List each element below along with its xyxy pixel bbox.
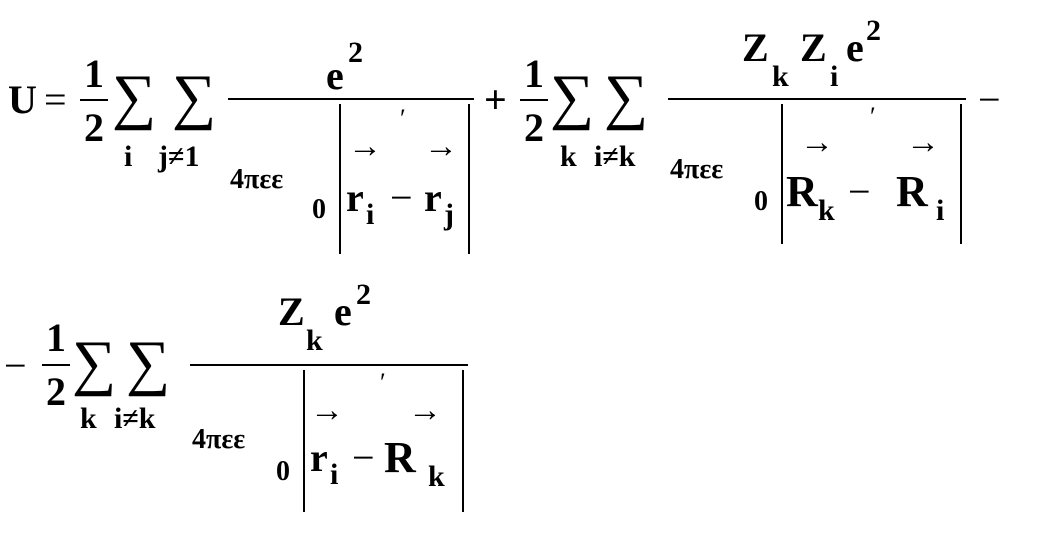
term3-num-z1-sub: k	[306, 324, 323, 357]
equals-sign: =	[44, 77, 67, 122]
term1-num-exp: 2	[348, 36, 363, 69]
sum-sign-i3: ∑	[126, 329, 171, 397]
term2-r2-sub: i	[936, 194, 945, 227]
term1-den-sub: 0	[312, 194, 326, 225]
term1-prime: ′	[400, 104, 406, 133]
half2-fraction-bar	[520, 99, 548, 101]
term3-minus: −	[352, 435, 375, 480]
term2-r1-sub: k	[818, 194, 835, 227]
term3-abs-left	[303, 370, 305, 512]
term3-num-exp: 2	[356, 278, 371, 311]
half-fraction-bar	[80, 99, 108, 101]
term3-den-prefix: 4πεε	[192, 424, 246, 455]
sum-sign-k3: ∑	[72, 329, 117, 397]
term1-r2: r	[424, 175, 442, 220]
term2-den-prefix: 4πεε	[670, 154, 724, 185]
sum-sign-i2: ∑	[604, 63, 649, 131]
term2-r1: R	[786, 167, 818, 216]
term1-r1-sub: i	[366, 198, 375, 231]
half-denominator: 2	[84, 105, 104, 150]
term2-prime: ′	[870, 102, 876, 131]
sum-index-k3: k	[80, 402, 97, 435]
half2-denominator: 2	[524, 105, 544, 150]
term1-fraction-bar	[228, 98, 474, 100]
term3-fraction-bar	[190, 364, 468, 366]
term1-den-prefix: 4πεε	[230, 164, 284, 195]
term3-abs-right	[462, 370, 464, 512]
term1-minus: −	[390, 175, 413, 220]
half3-numerator: 1	[46, 315, 66, 360]
term1-abs-right	[468, 104, 470, 254]
term3-r1: r	[310, 435, 328, 480]
term3-r2-sub: k	[428, 460, 445, 493]
term2-num-z2: Z	[800, 25, 827, 70]
sum-index-i2: i≠k	[594, 140, 636, 173]
term3-num-e: e	[334, 289, 352, 334]
term3-r2: R	[384, 433, 416, 482]
term3-leading-minus: −	[4, 343, 27, 388]
term2-num-e: e	[846, 25, 864, 70]
term3-prime: ′	[380, 368, 386, 397]
term2-num-z1: Z	[742, 25, 769, 70]
trailing-minus: −	[978, 77, 1001, 122]
sum-sign-k: ∑	[550, 63, 595, 131]
term1-arrow2: →	[424, 128, 458, 165]
term1-r2-sub: j	[444, 198, 454, 231]
term2-num-exp: 2	[866, 14, 881, 47]
term2-num-z2-sub: i	[830, 60, 839, 93]
term3-num-z1: Z	[278, 289, 305, 334]
term2-fraction-bar	[668, 98, 966, 100]
term2-minus: −	[848, 169, 871, 214]
half3-fraction-bar	[42, 364, 70, 366]
term2-den-sub: 0	[754, 186, 768, 217]
term2-arrow1: →	[800, 124, 834, 161]
half3-denominator: 2	[46, 369, 66, 414]
sum-index-i: i	[124, 140, 133, 173]
term1-r1: r	[346, 175, 364, 220]
term3-r1-sub: i	[330, 458, 339, 491]
term2-num-z1-sub: k	[772, 60, 789, 93]
half2-numerator: 1	[524, 51, 544, 96]
sum-index-k: k	[560, 140, 577, 173]
term2-abs-left	[781, 104, 783, 244]
term2-r2: R	[896, 167, 928, 216]
term3-arrow1: →	[310, 392, 344, 429]
term1-arrow1: →	[348, 128, 382, 165]
term2-arrow2: →	[906, 124, 940, 161]
term2-abs-right	[960, 104, 962, 244]
sum-sign-i: ∑	[112, 63, 157, 131]
term1-abs-left	[339, 104, 341, 254]
sum-index-i3: i≠k	[114, 402, 156, 435]
lhs-u: U	[8, 77, 37, 122]
term3-arrow2: →	[408, 392, 442, 429]
term3-den-sub: 0	[276, 456, 290, 487]
half-numerator: 1	[84, 51, 104, 96]
sum-index-j: j≠1	[158, 140, 200, 173]
sum-sign-j: ∑	[172, 63, 217, 131]
plus-sign: +	[484, 77, 507, 122]
term1-num-e: e	[326, 53, 344, 98]
